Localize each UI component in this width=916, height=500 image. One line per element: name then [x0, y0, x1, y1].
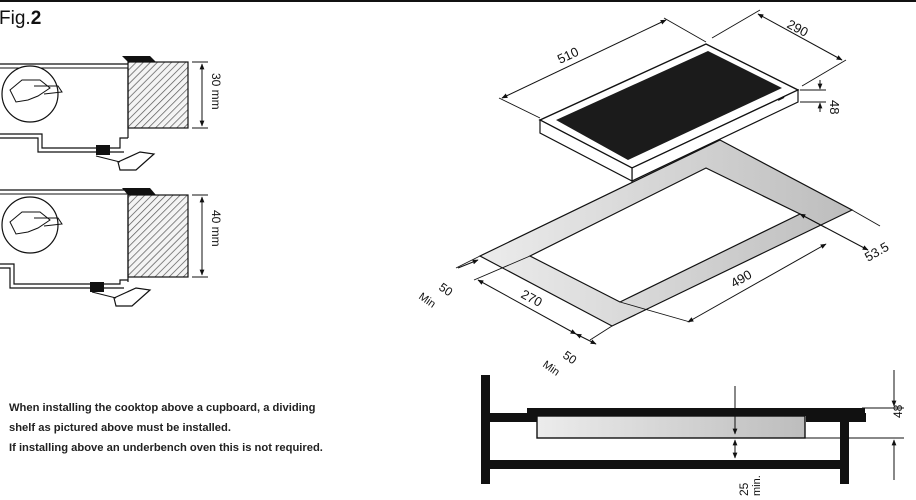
bench-detail-lower: 40 mm [0, 188, 223, 307]
thickness-label-lower: 40 mm [209, 210, 223, 247]
section-height-label: 48 [891, 404, 905, 418]
cooktop-length-label: 510 [555, 44, 581, 67]
shelf-gap-min-label: min. [751, 475, 763, 496]
thickness-label-upper: 30 mm [209, 73, 223, 110]
shelf-gap-label: 25 [737, 482, 751, 496]
cooktop-section-body [536, 415, 806, 439]
cooktop-drawing: 510 290 48 [498, 9, 847, 182]
figure-number: 2 [30, 8, 42, 29]
clip-detail-circle-lower [1, 196, 59, 254]
cutout-drawing: 53.5 490 270 50 Min 50 Min [416, 139, 891, 379]
side-clearance-min-label: Min [416, 291, 437, 311]
bench-detail-upper: 30 mm [0, 56, 223, 171]
note-line-1: When installing the cooktop above a cupb… [9, 402, 316, 414]
side-clearance-label: 50 [436, 280, 455, 299]
cooktop-section-top [527, 408, 865, 416]
cutout-width-label: 270 [519, 286, 545, 309]
note-line-2: shelf as pictured above must be installe… [9, 422, 231, 434]
front-clearance-min-label: Min [540, 359, 561, 379]
benchtop-section-upper [127, 61, 189, 129]
figure-prefix: Fig. [0, 8, 31, 29]
clip-detail-circle-upper [1, 65, 59, 123]
top-rule [0, 0, 916, 2]
figure-title: Fig.2 [0, 8, 41, 30]
cutout-back-clearance-label: 53.5 [862, 239, 891, 265]
note-line-3: If installing above an underbench oven t… [9, 442, 323, 454]
cooktop-height-label: 48 [827, 100, 842, 114]
front-clearance-label: 50 [560, 348, 579, 367]
cross-section-drawing: 48 25 min. [481, 370, 905, 496]
benchtop-section-lower [127, 194, 189, 278]
installation-note: When installing the cooktop above a cupb… [9, 398, 429, 458]
ceramic-glass-surface [556, 51, 782, 160]
cooktop-width-label: 290 [785, 16, 811, 39]
